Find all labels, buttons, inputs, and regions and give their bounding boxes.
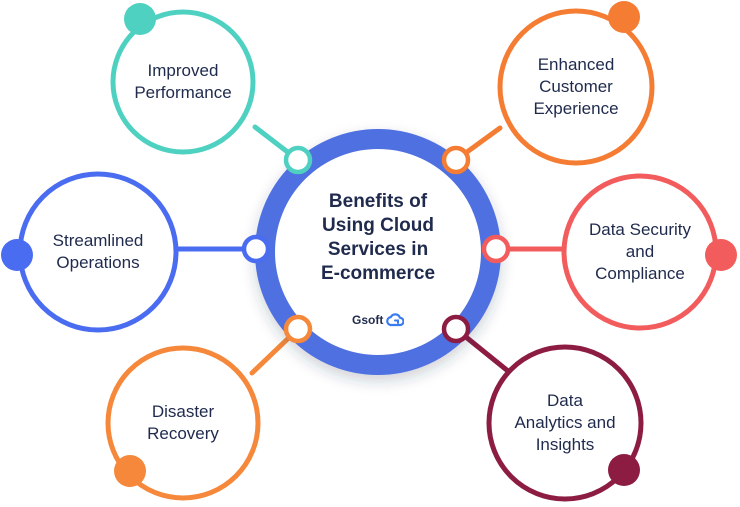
node-circle-improved-performance: [110, 9, 256, 155]
port-disaster-recovery: [283, 314, 313, 344]
accent-dot-enhanced-customer-experience: [608, 1, 640, 33]
node-circle-data-analytics-and-insights: [486, 344, 644, 502]
accent-dot-data-analytics-and-insights: [608, 454, 640, 486]
node-label-data-analytics-and-insights: Data Analytics and Insights: [514, 391, 616, 454]
accent-dot-disaster-recovery: [114, 455, 146, 487]
node-label-disaster-recovery: Disaster Recovery: [147, 402, 219, 443]
node-label-improved-performance: Improved Performance: [134, 61, 232, 102]
accent-dot-streamlined-operations: [1, 239, 33, 271]
accent-dot-data-security-and-compliance: [705, 239, 737, 271]
port-streamlined-operations: [241, 234, 271, 264]
node-label-streamlined-operations: Streamlined Operations: [52, 231, 144, 272]
port-improved-performance: [283, 145, 313, 175]
brand-cloud-icon: [386, 313, 405, 327]
node-label-data-security-and-compliance: Data Security and Compliance: [588, 220, 692, 283]
port-enhanced-customer-experience: [441, 145, 471, 175]
node-label-enhanced-customer-experience: Enhanced Customer Experience: [533, 55, 619, 118]
brand-name: Gsoft: [352, 313, 384, 327]
node-circle-disaster-recovery: [105, 345, 261, 501]
port-data-analytics-and-insights: [441, 314, 471, 344]
brand-logo: Gsoft: [352, 313, 405, 327]
accent-dot-improved-performance: [124, 3, 156, 35]
node-circle-enhanced-customer-experience: [497, 8, 655, 166]
center-title: Benefits of Using Cloud Services in E-co…: [320, 191, 436, 284]
port-data-security-and-compliance: [481, 234, 511, 264]
